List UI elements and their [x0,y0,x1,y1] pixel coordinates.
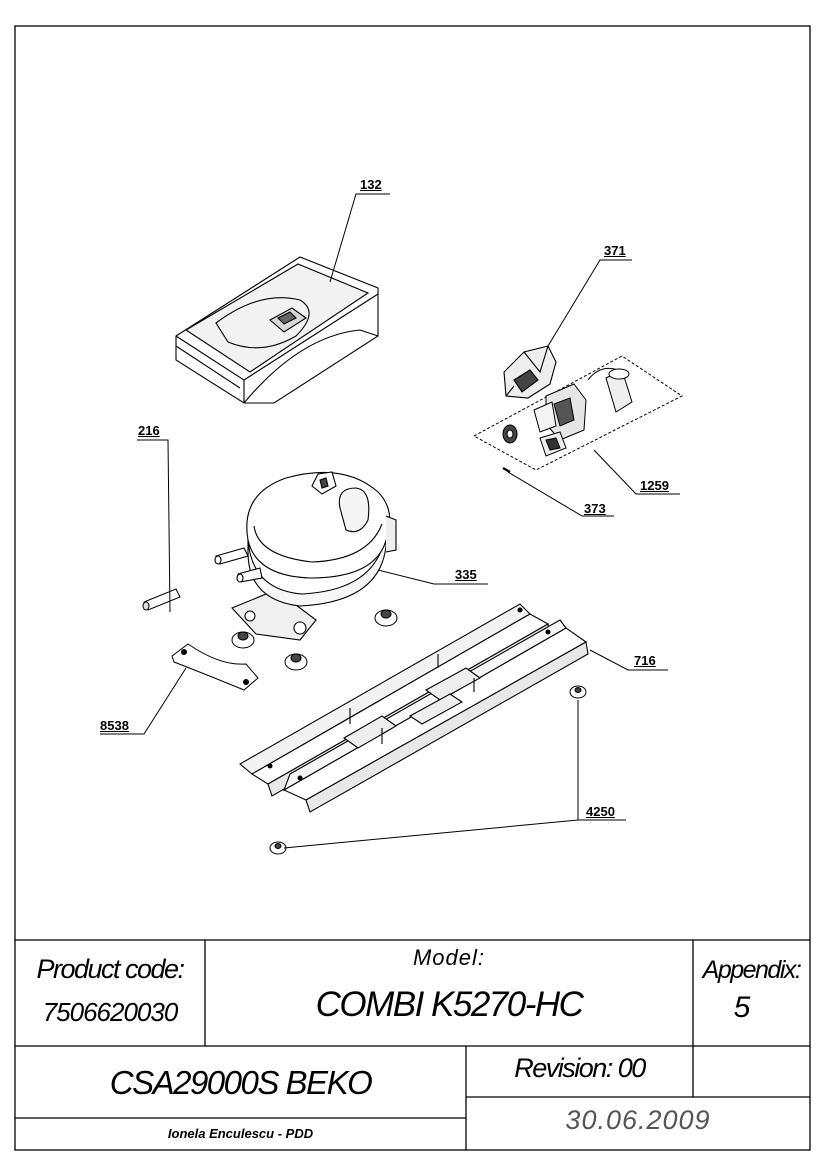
part-371-relay [503,345,557,399]
part-216-pin [142,588,181,611]
revision: Revision: 00 [514,1053,646,1083]
model-value: COMBI K5270-HC [315,985,584,1024]
part-335-compressor [214,471,397,641]
callout-335: 335 [455,567,477,582]
sheet-border [14,25,811,1151]
leader-lines [100,193,680,849]
product-code-label: Product code: [36,954,185,984]
callout-4250: 4250 [586,804,615,819]
title-block-grid [15,939,810,1150]
part-132-tray [175,256,379,404]
model-label: Model: [412,945,486,970]
part-1259-electrical-set [472,355,683,471]
callout-132: 132 [360,177,382,192]
callout-216: 216 [138,423,160,438]
callout-8538: 8538 [100,718,129,733]
callout-371: 371 [604,243,626,258]
callout-1259: 1259 [640,478,669,493]
part-716-rails [239,603,589,813]
grommets [231,609,398,671]
part-8538-plate [171,643,259,691]
appendix-label: Appendix: [702,956,802,984]
author: Ionela Enculescu - PDD [167,1126,314,1141]
product-code-value: 7506620030 [42,997,179,1027]
appendix-value: 5 [733,991,751,1024]
callout-716: 716 [634,653,656,668]
part-373-screw [502,467,511,473]
part-4250-nuts [269,685,587,855]
callout-373: 373 [584,501,606,516]
product-name: CSA29000S BEKO [109,1064,373,1101]
date: 30.06.2009 [565,1105,711,1135]
